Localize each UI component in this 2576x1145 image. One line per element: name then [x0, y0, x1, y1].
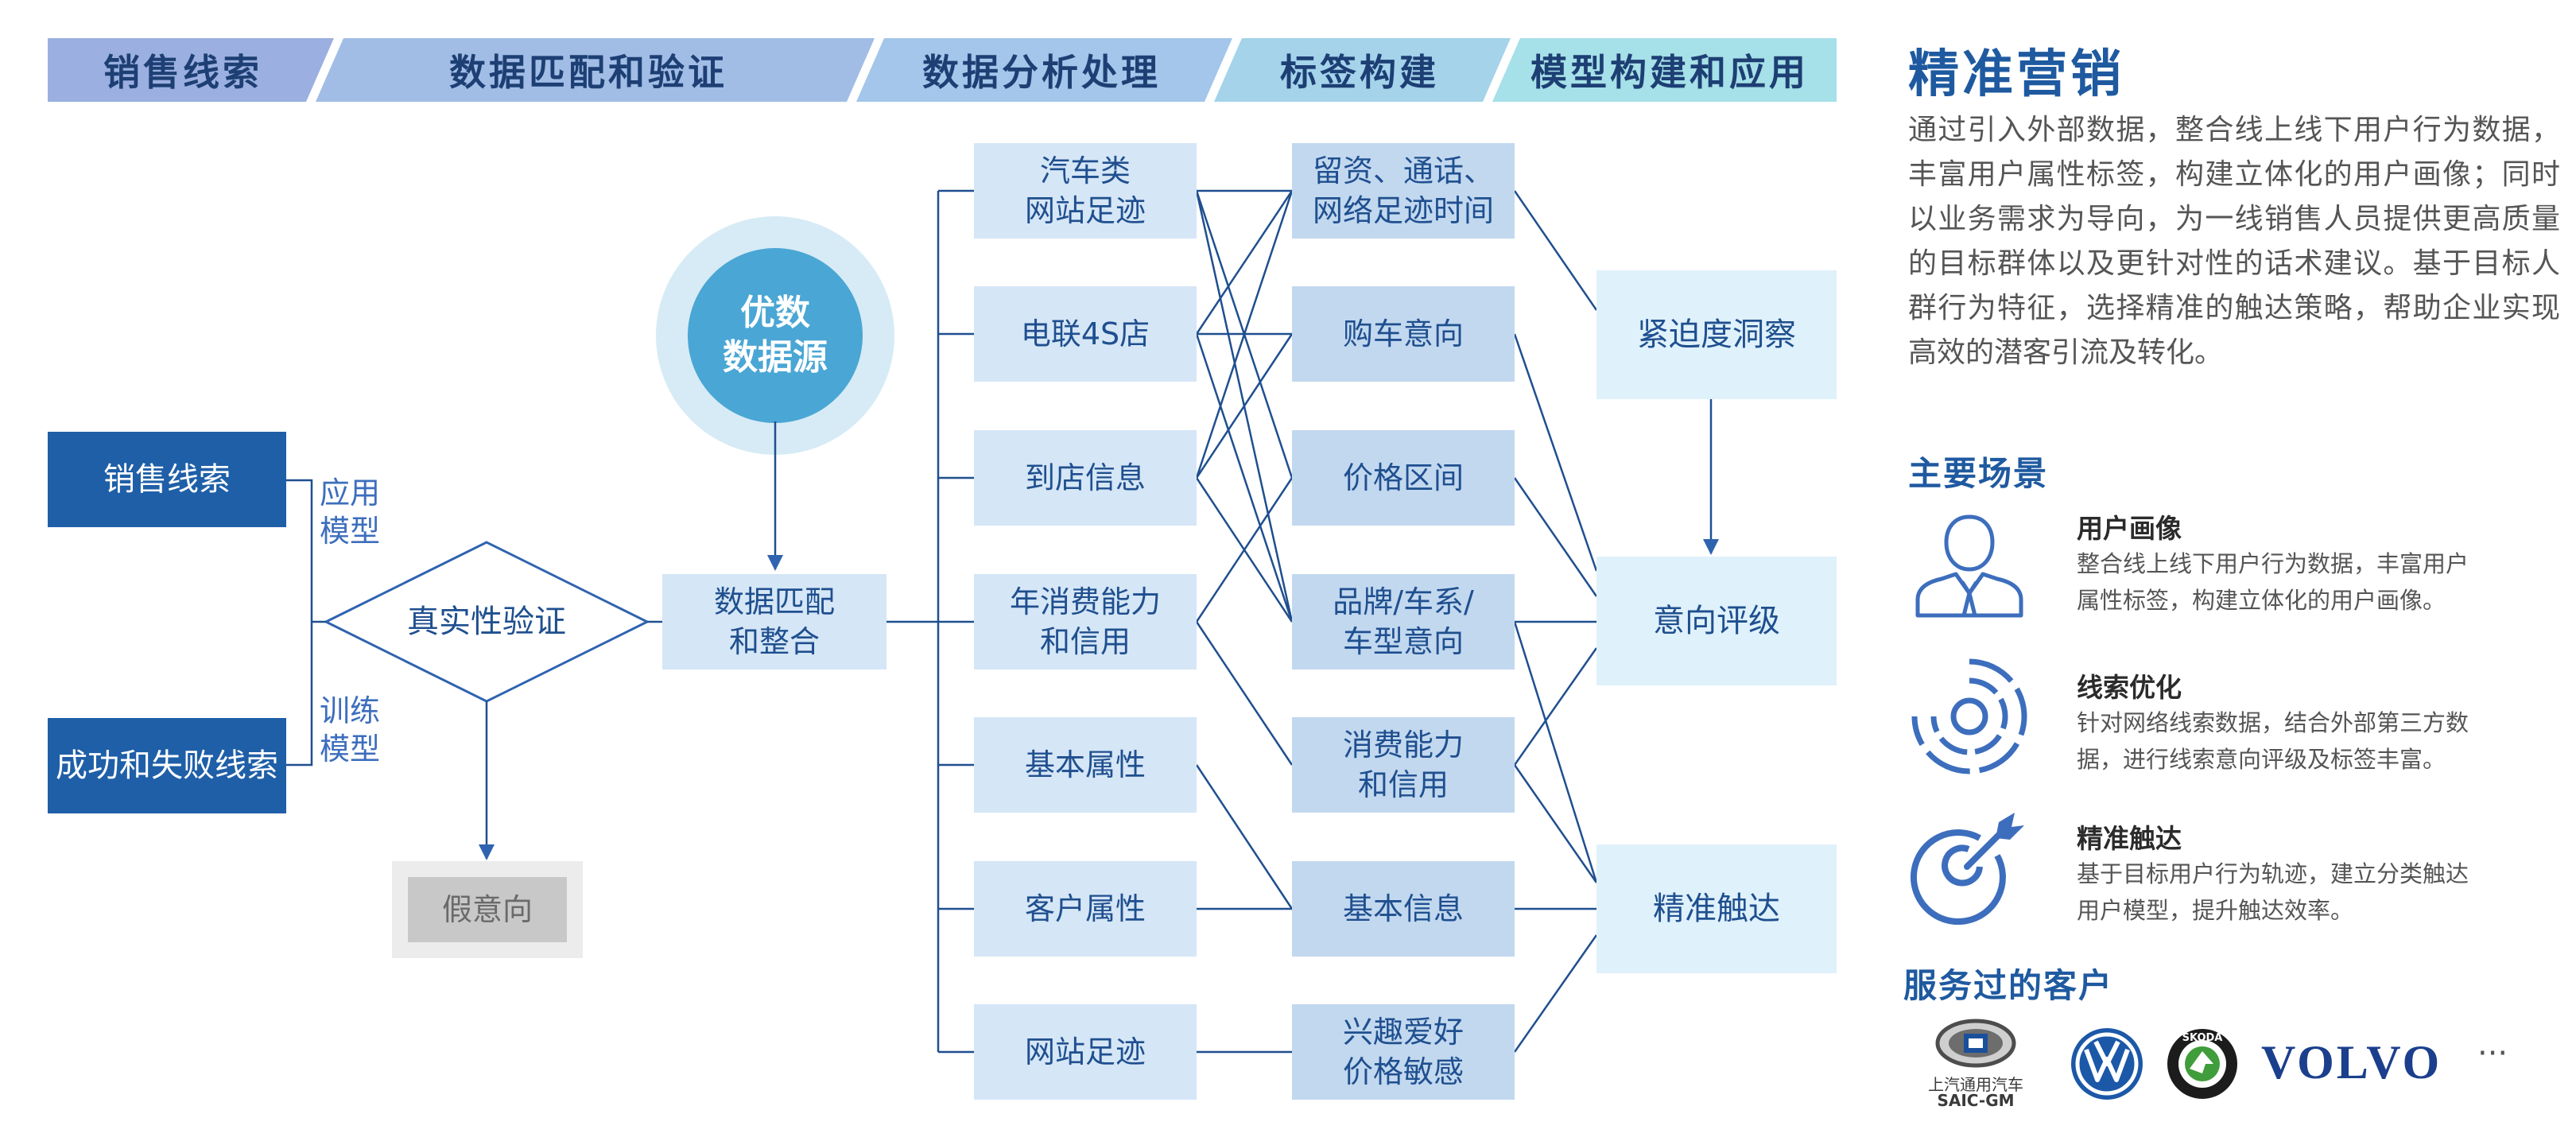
vw-logo [2071, 1028, 2143, 1100]
connector-t1-m1 [1513, 190, 1598, 311]
scenario-2-title: 线索优化 [2077, 672, 2182, 703]
clients-heading: 服务过的客户 [1903, 966, 2114, 1005]
saic-gm-logo: 上汽通用汽车 SAIC-GM [1916, 1018, 2035, 1113]
connector-a4-t5 [1195, 621, 1294, 766]
connector-a3-t2 [1195, 333, 1294, 479]
stage-label-3: 数据分析处理 [922, 51, 1161, 94]
data-match-box: 数据匹配 和整合 [662, 574, 886, 670]
stage-segment-1 [48, 38, 334, 102]
scenario-1-title: 用户画像 [2077, 513, 2182, 544]
skoda-logo: ŠKODA [2166, 1027, 2239, 1100]
radar-target-icon [1911, 658, 2027, 774]
analysis-box-6: 客户属性 [974, 861, 1197, 957]
volvo-logo: VOLVO [2261, 1036, 2442, 1089]
scenario-1-desc: 整合线上线下用户行为数据，丰富用户 属性标签，构建立体化的用户画像。 [2077, 550, 2469, 614]
tag-box-7: 兴趣爱好 价格敏感 [1292, 1004, 1515, 1100]
connector-sales-leads [286, 479, 313, 767]
data-source-circle: 优数 数据源 [723, 293, 828, 378]
scenarios-heading: 主要场景 [1908, 454, 2049, 493]
stage-segment-5 [1492, 38, 1837, 102]
saic-gm-text: 上汽通用汽车 [1928, 1075, 2023, 1094]
stage-segment-3 [856, 38, 1232, 102]
verify-diamond-label: 真实性验证 [407, 604, 566, 640]
analysis-box-1: 汽车类 网站足迹 [974, 143, 1197, 239]
train-model-label: 训练 模型 [320, 693, 381, 767]
tag-box-6: 基本信息 [1292, 861, 1515, 957]
stage-segment-4 [1214, 38, 1511, 102]
connectors [286, 189, 1719, 1054]
more-clients: ··· [2477, 1035, 2508, 1072]
connector-a2-t4 [1195, 333, 1294, 623]
fake-intent-box: 假意向 [441, 892, 533, 927]
connector-a3-t1 [1195, 190, 1294, 479]
stage-label-4: 标签构建 [1280, 51, 1439, 94]
analysis-box-7: 网站足迹 [974, 1004, 1197, 1100]
panel-title: 精准营销 [1908, 45, 2124, 104]
connector-a5-t6 [1195, 764, 1294, 910]
scenario-2-desc: 针对网络线索数据，结合外部第三方数 据，进行线索意向评级及标签丰富。 [2077, 709, 2469, 773]
scenario-3-title: 精准触达 [2077, 823, 2182, 854]
analysis-box-5: 基本属性 [974, 717, 1197, 813]
stage-label-2: 数据匹配和验证 [449, 51, 727, 94]
connector-t4-m3 [1513, 621, 1598, 883]
skoda-logo-text: ŠKODA [2182, 1032, 2223, 1044]
tag-box-1: 留资、通话、 网络足迹时间 [1292, 143, 1515, 239]
tag-box-5: 消费能力 和信用 [1292, 717, 1515, 813]
saic-gm-english: SAIC-GM [1937, 1091, 2015, 1110]
connector-t3-m2 [1513, 477, 1598, 597]
stage-segment-2 [316, 38, 875, 102]
analysis-box-2: 电联4S店 [974, 286, 1197, 382]
connector-t5-m3 [1513, 764, 1598, 883]
sales-leads-box: 销售线索 [48, 432, 286, 527]
data-source-inner-circle [688, 248, 863, 423]
tag-box-4: 品牌/车系/ 车型意向 [1292, 574, 1515, 670]
connector-a4-t3 [1195, 477, 1294, 623]
stage-label-5: 模型构建和应用 [1530, 51, 1809, 94]
scenario-3-desc: 基于目标用户行为轨迹，建立分类触达 用户模型，提升触达效率。 [2077, 860, 2469, 924]
connector-t5-m2 [1513, 647, 1598, 766]
stage-label-1: 销售线索 [103, 51, 262, 94]
connector-t2-m2 [1513, 333, 1598, 572]
connector-a2-t1 [1195, 190, 1294, 335]
success-fail-leads-box: 成功和失败线索 [48, 718, 286, 813]
panel-intro: 通过引入外部数据，整合线上线下用户行为数据，丰富用户属性标签，构建立体化的用户画… [1908, 114, 2560, 369]
tag-box-2: 购车意向 [1292, 286, 1515, 382]
target-arrow-icon [1910, 813, 2024, 926]
analysis-box-3: 到店信息 [974, 430, 1197, 526]
apply-model-label: 应用 模型 [320, 475, 381, 549]
fake-intent-inner [408, 877, 567, 942]
connector-t7-m3 [1513, 934, 1598, 1053]
model-box-urgency: 紧迫度洞察 [1596, 270, 1837, 399]
analysis-box-4: 年消费能力 和信用 [974, 574, 1197, 670]
model-box-precise-reach: 精准触达 [1596, 844, 1837, 973]
stage-banner [48, 38, 1837, 102]
user-portrait-icon [1915, 514, 2023, 618]
tag-box-3: 价格区间 [1292, 430, 1515, 526]
model-box-intent-rating: 意向评级 [1596, 557, 1837, 685]
